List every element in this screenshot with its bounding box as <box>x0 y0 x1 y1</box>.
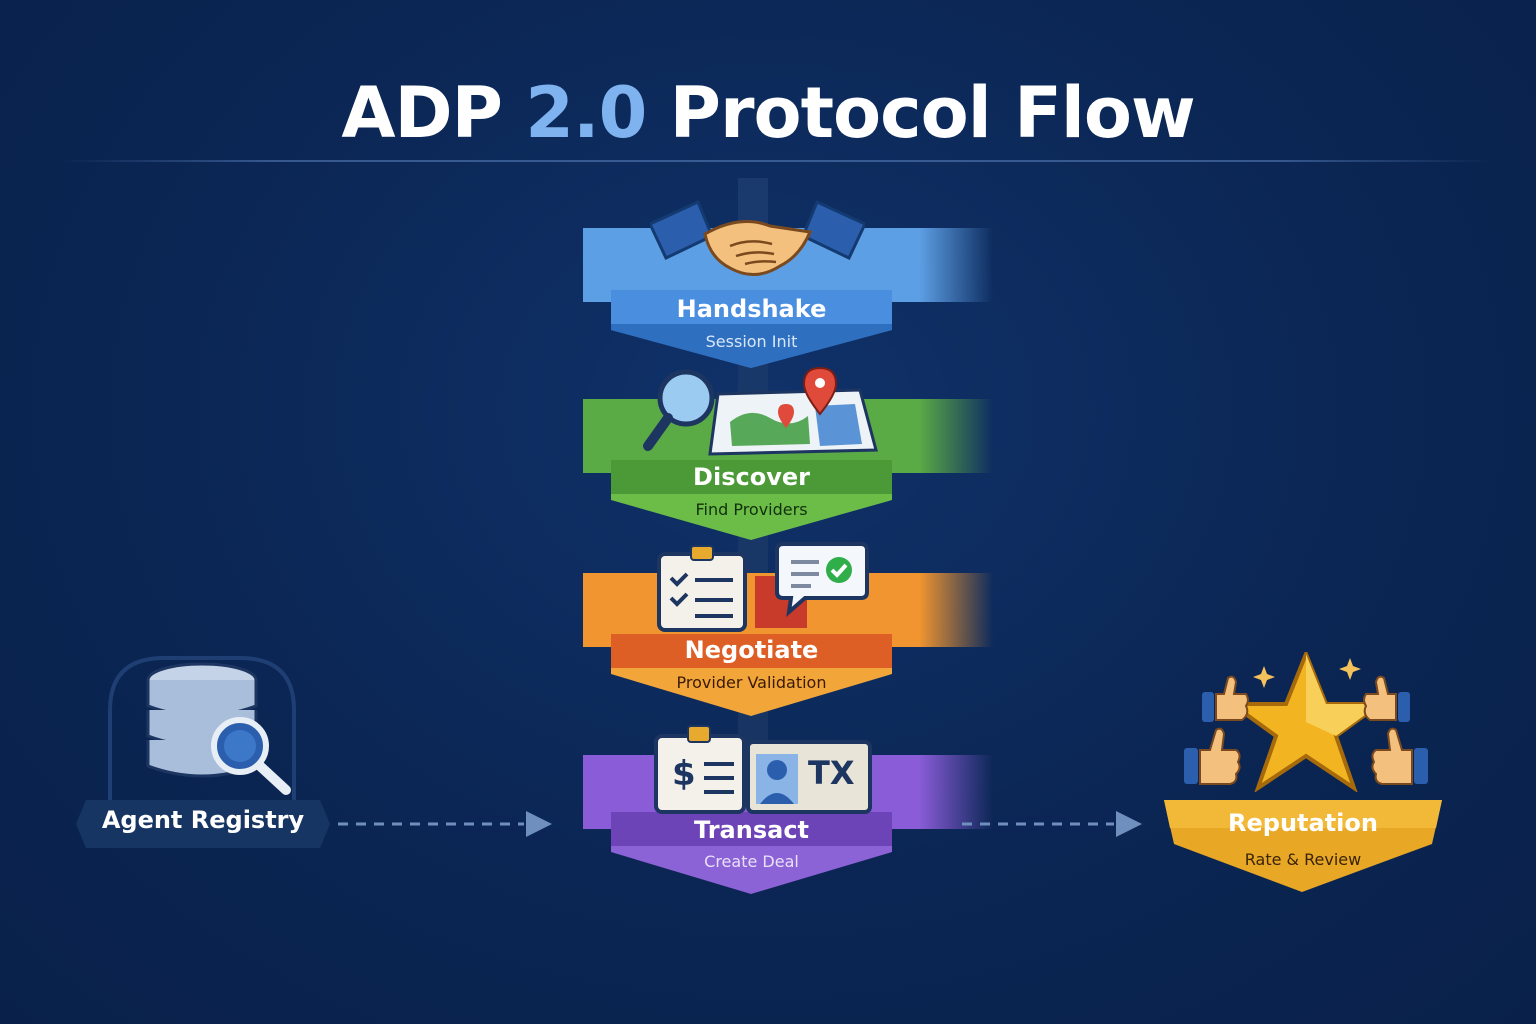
reputation-label: Reputation <box>1228 809 1378 837</box>
reputation-subtitle: Rate & Review <box>1244 850 1362 869</box>
title-version: 2.0 <box>525 72 647 154</box>
handshake-chevron <box>611 290 892 368</box>
stage-title-handshake: Handshake <box>676 295 827 323</box>
stage-subtitle-discover: Find Providers <box>695 500 808 519</box>
discover-chevron <box>611 460 892 540</box>
negotiate-chevron <box>611 634 892 716</box>
dollar-sign-text: $ <box>672 754 696 794</box>
registry-label-bg <box>76 800 330 852</box>
transact-chevron <box>611 812 892 894</box>
transaction-docs-icon <box>652 722 874 818</box>
stage-subtitle-transact: Create Deal <box>704 852 799 871</box>
stage-subtitle-negotiate: Provider Validation <box>676 673 827 692</box>
star-thumbs-icon <box>1178 648 1434 796</box>
handshake-icon <box>647 196 868 290</box>
map-search-icon <box>640 366 880 466</box>
page-title: ADP 2.0 Protocol Flow <box>0 72 1536 154</box>
stage-subtitle-handshake: Session Init <box>705 332 798 351</box>
stage-title-discover: Discover <box>693 463 810 491</box>
reputation-badge <box>1164 800 1442 896</box>
flow-to-reputation-arrow <box>962 808 1146 844</box>
stage-title-negotiate: Negotiate <box>684 636 819 664</box>
title-main: ADP <box>341 72 503 154</box>
tx-badge: TX <box>808 754 855 792</box>
database-search-icon <box>104 650 300 804</box>
registry-label: Agent Registry <box>101 806 305 834</box>
title-divider <box>60 160 1492 162</box>
checklist-chat-icon <box>655 540 870 636</box>
title-rest: Protocol Flow <box>669 72 1196 154</box>
registry-to-flow-arrow <box>338 808 558 844</box>
stage-title-transact: Transact <box>693 816 810 844</box>
